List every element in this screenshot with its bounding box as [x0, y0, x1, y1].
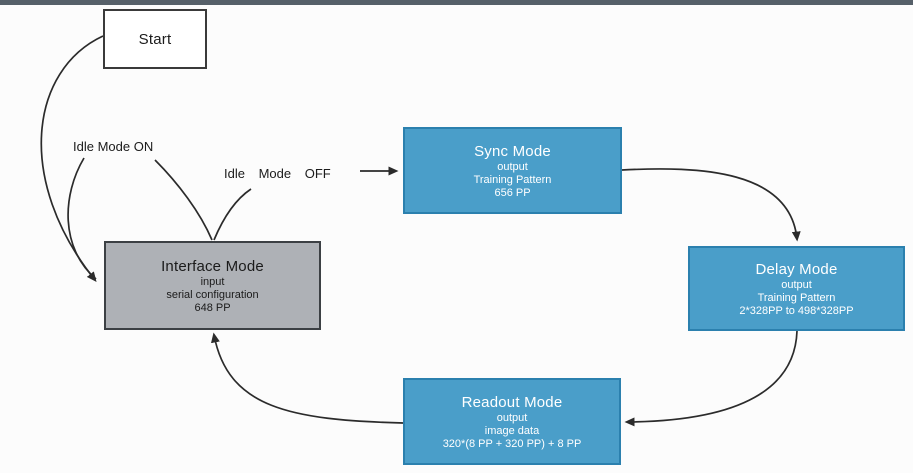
state-sync-line-1: output	[497, 160, 528, 173]
state-sync-mode: Sync Mode output Training Pattern 656 PP	[403, 127, 622, 214]
edge-label-idle-mode-on: Idle Mode ON	[73, 139, 154, 154]
state-interface-line-1: input	[200, 275, 225, 288]
state-delay-line-1: output	[781, 278, 812, 291]
state-sync-line-2: Training Pattern	[473, 173, 552, 186]
state-interface-line-3: 648 PP	[194, 301, 231, 314]
state-interface-line-2: serial configuration	[166, 288, 259, 301]
edge-delay-to-readout	[624, 330, 798, 427]
edge-start-to-interface	[40, 35, 104, 282]
state-readout-mode: Readout Mode output image data 320*(8 PP…	[403, 378, 621, 465]
state-delay-line-3: 2*328PP to 498*328PP	[739, 304, 854, 317]
edge-idle-on-right-branch	[154, 159, 213, 241]
edge-label-idle-mode-off: Idle Mode OFF	[224, 166, 331, 181]
state-interface-mode: Interface Mode input serial configuratio…	[104, 241, 321, 330]
edge-sync-to-delay	[621, 168, 801, 242]
state-sync-title: Sync Mode	[474, 142, 551, 160]
state-delay-title: Delay Mode	[755, 260, 838, 278]
edge-idle-on-left-branch	[67, 157, 97, 280]
state-delay-line-2: Training Pattern	[757, 291, 836, 304]
state-readout-line-1: output	[496, 411, 528, 424]
state-start-title: Start	[138, 30, 172, 48]
state-interface-title: Interface Mode	[161, 257, 264, 275]
state-delay-mode: Delay Mode output Training Pattern 2*328…	[688, 246, 905, 331]
edge-interface-to-idle-off	[213, 188, 252, 241]
state-start: Start	[103, 9, 207, 69]
state-sync-line-3: 656 PP	[494, 186, 531, 199]
state-readout-title: Readout Mode	[461, 393, 563, 411]
state-readout-line-2: image data	[484, 424, 540, 437]
edge-readout-to-interface	[210, 332, 404, 424]
top-bar	[0, 0, 913, 5]
state-readout-line-3: 320*(8 PP + 320 PP) + 8 PP	[442, 437, 582, 450]
